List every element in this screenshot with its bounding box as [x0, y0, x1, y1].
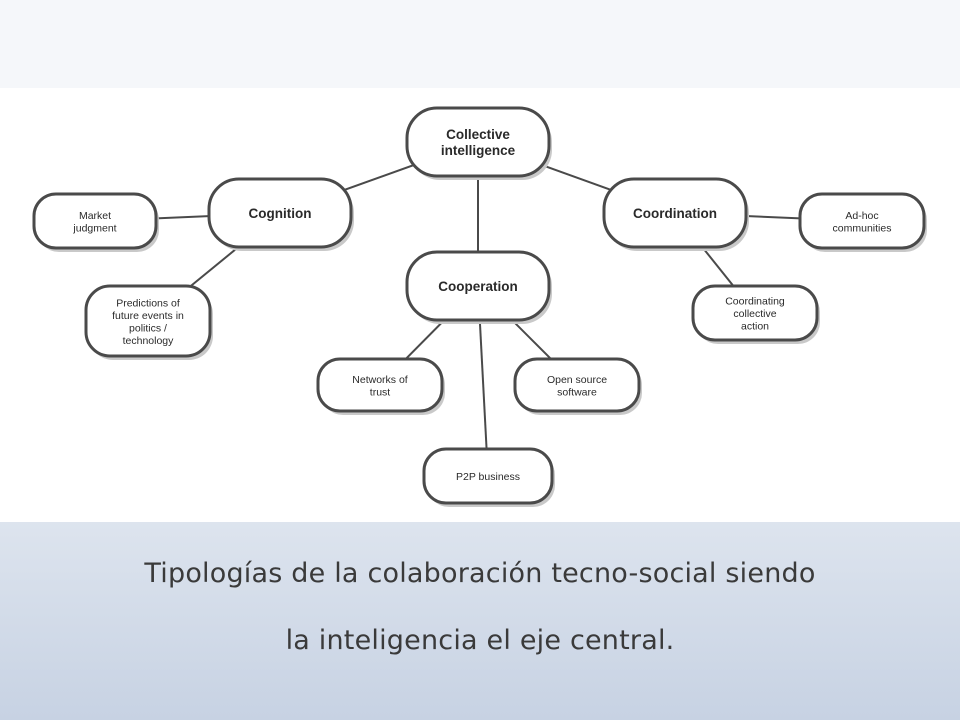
- node-box: [32, 192, 158, 250]
- node-label: Cognition: [249, 206, 312, 221]
- node-box: [798, 192, 926, 250]
- node-box: [405, 250, 551, 322]
- node-box: [405, 106, 551, 178]
- node-cognition: Cognition: [207, 177, 354, 251]
- node-box: [316, 357, 444, 413]
- node-box: [691, 284, 819, 342]
- node-label: technology: [123, 335, 175, 347]
- node-p2p: P2P business: [422, 447, 555, 507]
- node-label: Open source: [547, 374, 607, 386]
- node-label: Ad-hoc: [845, 210, 878, 222]
- caption-panel: Tipologías de la colaboración tecno-soci…: [0, 522, 960, 720]
- node-label: P2P business: [456, 471, 520, 483]
- node-label: Cooperation: [438, 279, 518, 294]
- node-label: Coordination: [633, 206, 717, 221]
- node-label: politics /: [129, 322, 167, 334]
- node-label: Predictions of: [116, 297, 180, 309]
- node-label: Collective: [446, 127, 510, 142]
- node-label: intelligence: [441, 143, 516, 158]
- node-label: Networks of: [352, 374, 408, 386]
- node-label: action: [741, 321, 769, 333]
- node-label: communities: [833, 222, 892, 234]
- node-box: [84, 284, 212, 358]
- node-label: collective: [733, 308, 776, 320]
- caption-line-2: la inteligencia el eje central.: [285, 625, 675, 656]
- node-coordination: Coordination: [602, 177, 749, 251]
- node-label: Coordinating: [725, 296, 785, 308]
- node-label: future events in: [112, 310, 184, 322]
- caption-line-1: Tipologías de la colaboración tecno-soci…: [144, 558, 816, 589]
- node-box: [602, 177, 748, 249]
- node-label: judgment: [72, 222, 116, 234]
- node-box: [422, 447, 554, 505]
- node-box: [207, 177, 353, 249]
- node-label: Market: [79, 210, 111, 222]
- node-box: [513, 357, 641, 413]
- node-label: trust: [370, 386, 391, 398]
- node-label: software: [557, 386, 597, 398]
- node-cooperation: Cooperation: [405, 250, 552, 324]
